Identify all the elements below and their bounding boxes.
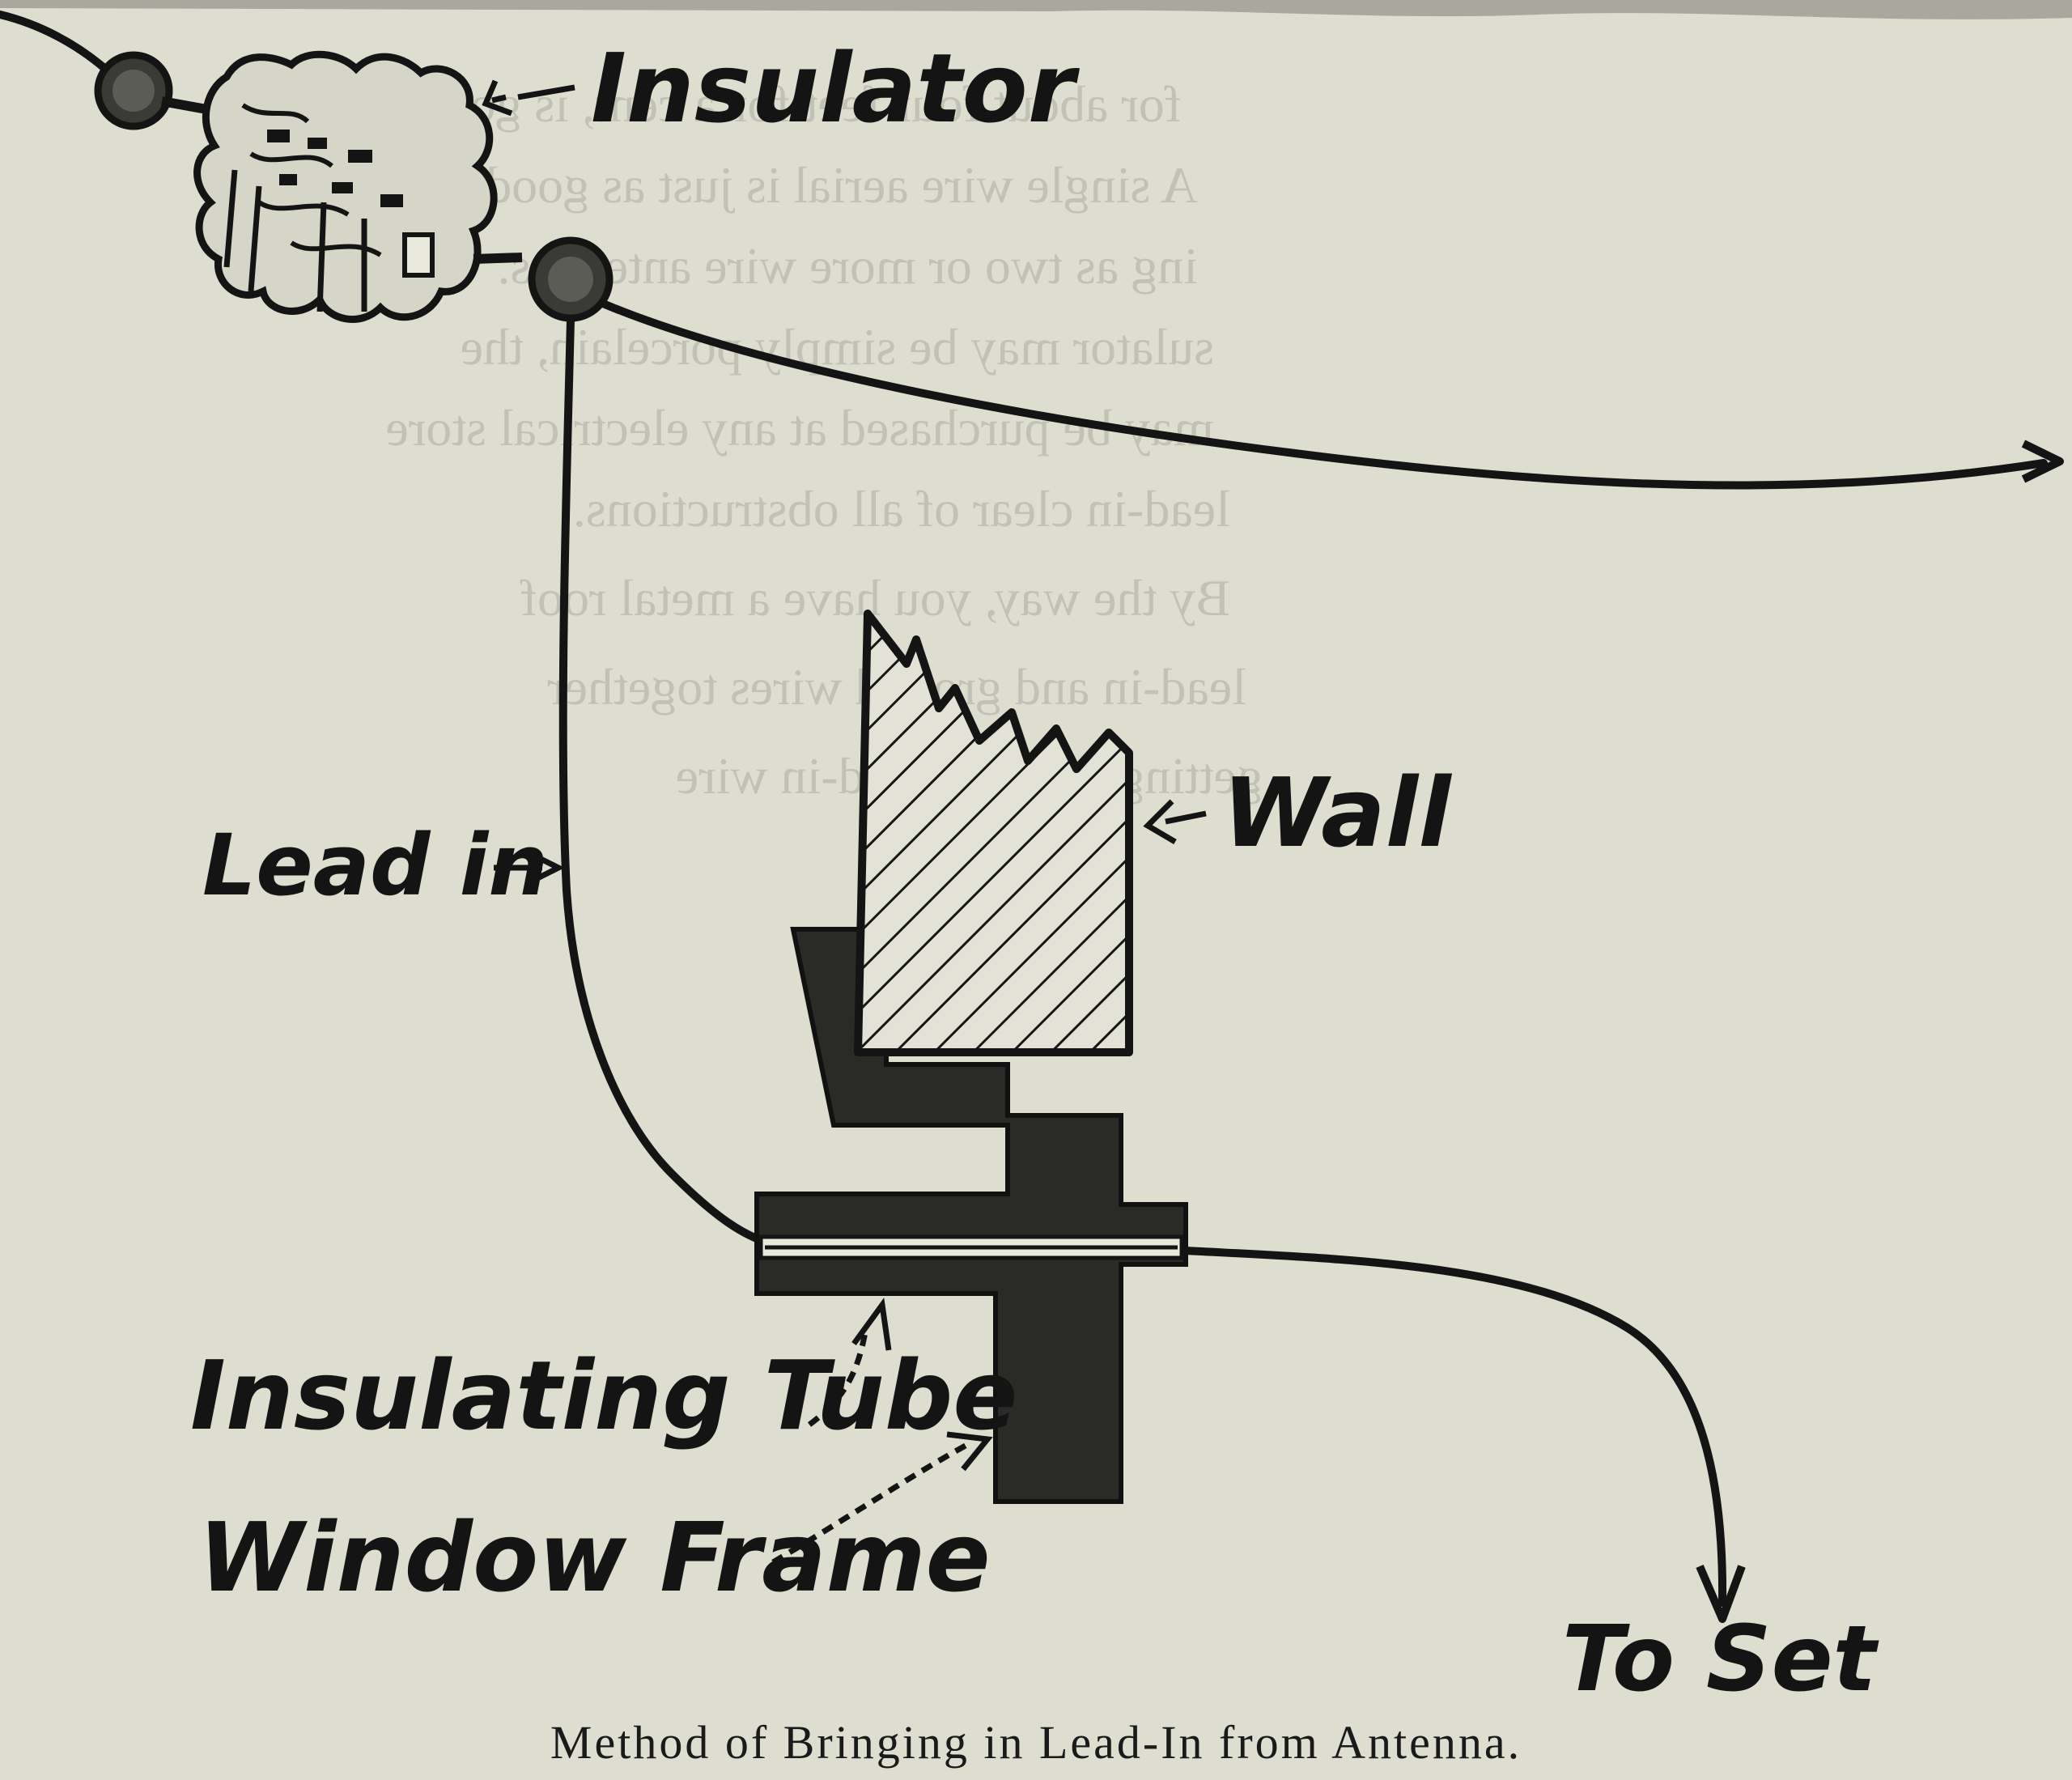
insulating-tube xyxy=(758,1234,1184,1260)
tube-leader xyxy=(807,1327,869,1427)
ghost-line: ing as two or more wire antennas. xyxy=(497,237,1198,295)
antenna-arrow-head xyxy=(2021,440,2064,483)
frame-leader-head xyxy=(946,1431,993,1472)
to-set-arrow-head xyxy=(1696,1565,1746,1623)
wall-leader xyxy=(1143,799,1207,845)
antenna-wire-left xyxy=(0,11,109,73)
ghost-line: lead-in clear of all obstructions. xyxy=(573,480,1230,537)
ghost-line: may be purchased at any electrical store xyxy=(386,399,1215,457)
lead-in-wire xyxy=(558,316,781,1249)
window-frame xyxy=(754,927,1188,1504)
label-to-set: To Set xyxy=(1562,1607,1879,1712)
label-lead-in: Lead in xyxy=(202,816,548,915)
lead-in-leader xyxy=(494,848,565,887)
wall xyxy=(854,610,1133,1056)
left-link xyxy=(160,96,208,114)
left-eyelet-ring xyxy=(94,51,173,130)
tube-leader-head xyxy=(851,1297,892,1351)
label-insulating-tube: Insulating Tube xyxy=(190,1340,1017,1451)
ghost-line: sulator may be simply porcelain, the xyxy=(461,318,1214,376)
right-link xyxy=(473,253,523,264)
antenna-span-wire xyxy=(599,299,2048,490)
label-window-frame: Window Frame xyxy=(198,1502,991,1613)
insulator xyxy=(193,50,498,323)
to-set-wire xyxy=(1182,1247,1727,1607)
torn-edge xyxy=(0,0,2072,19)
label-insulator: Insulator xyxy=(591,32,1081,144)
insulator-leader xyxy=(482,79,575,117)
label-wall: Wall xyxy=(1222,757,1452,869)
frame-leader xyxy=(771,1439,973,1565)
right-eyelet-ring xyxy=(528,236,614,322)
figure-caption: Method of Bringing in Lead-In from Anten… xyxy=(550,1716,1522,1769)
